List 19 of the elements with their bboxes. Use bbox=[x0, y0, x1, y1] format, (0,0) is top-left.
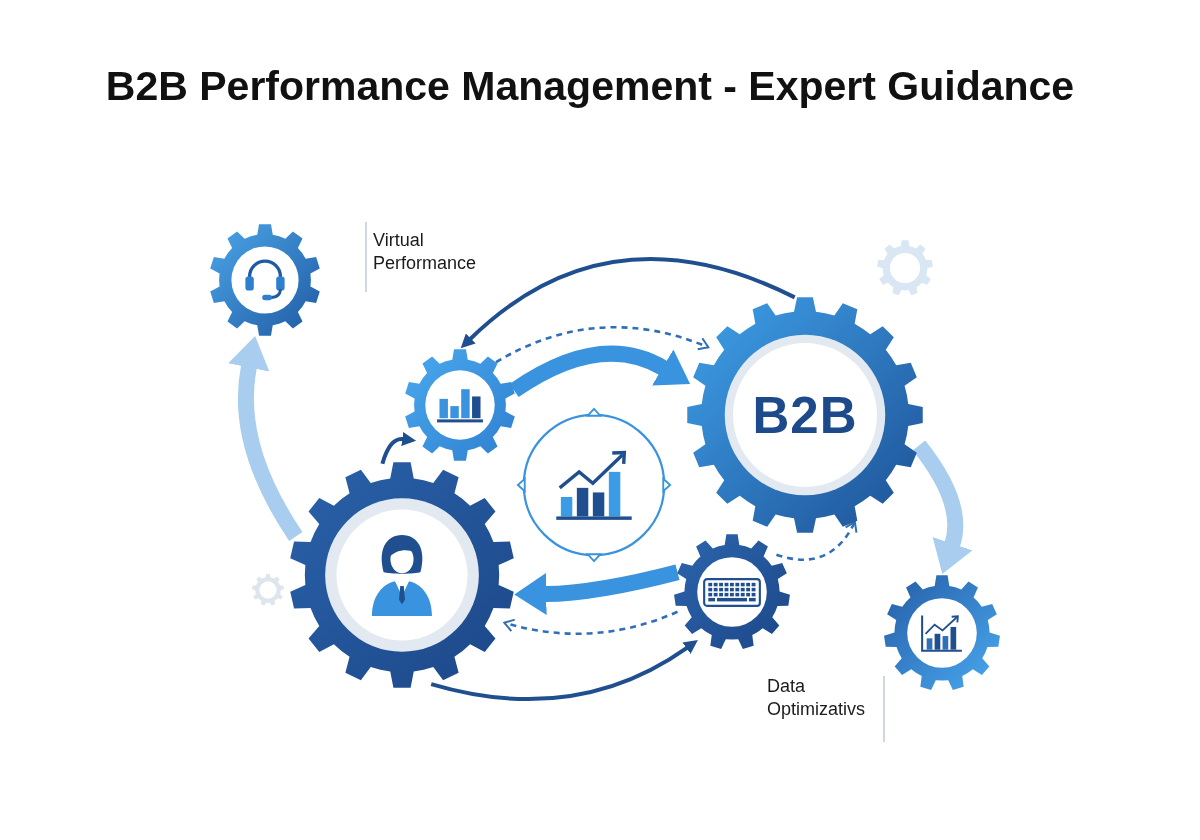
thick-arrow bbox=[228, 335, 303, 541]
dashed-arrow bbox=[776, 520, 857, 561]
dashed-arrow bbox=[503, 610, 678, 635]
callout-text: Virtual Performance bbox=[373, 229, 477, 276]
gear bbox=[404, 349, 516, 461]
gear bbox=[209, 224, 321, 336]
thick-arrow bbox=[912, 440, 973, 575]
dashed-arrow bbox=[495, 326, 710, 364]
gear-label: B2B bbox=[752, 389, 858, 441]
title: B2B Performance Management - Expert Guidance bbox=[105, 64, 1075, 110]
callout-text: Data Optimizativs bbox=[767, 675, 865, 722]
gear bbox=[674, 534, 790, 650]
gear bbox=[687, 297, 923, 533]
gear bbox=[884, 575, 1000, 691]
arrow bbox=[460, 257, 796, 348]
arrow bbox=[380, 432, 417, 465]
arrow bbox=[430, 640, 699, 702]
gear bbox=[289, 462, 515, 688]
thick-arrow bbox=[509, 345, 691, 398]
